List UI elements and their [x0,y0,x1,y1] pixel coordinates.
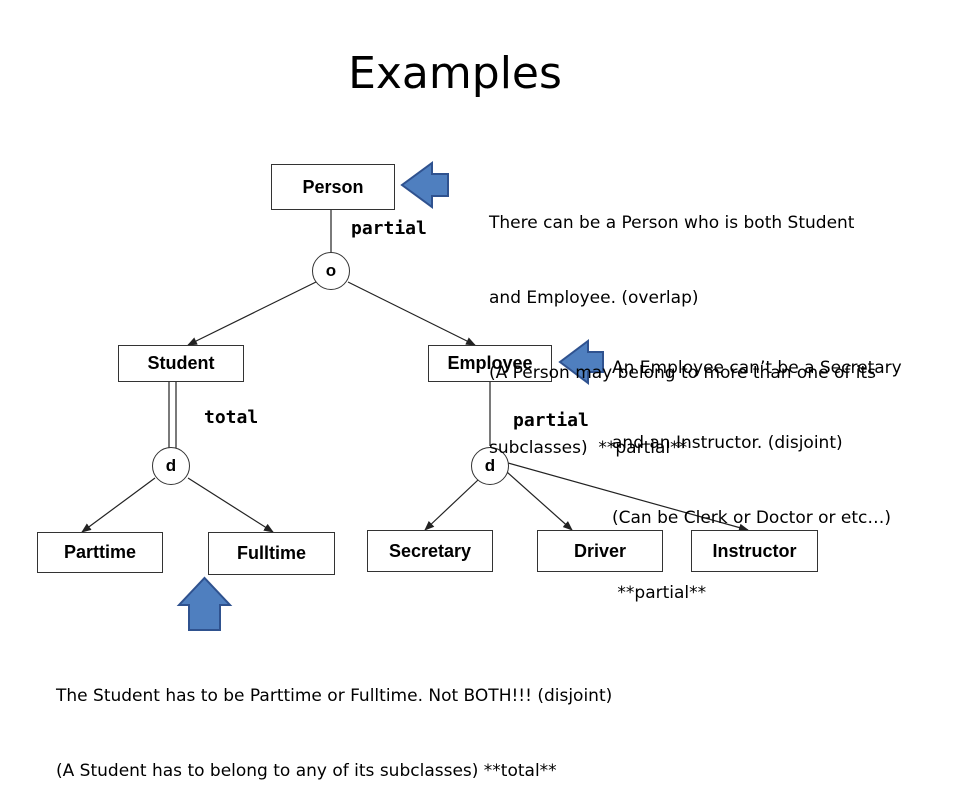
student-note-line: (A Student has to belong to any of its s… [56,761,557,781]
person-note-line: subclasses) **partial** [489,438,688,458]
overlap-to-employee-line [347,281,476,346]
employee-note-line: An Employee can’t be a Secretary [612,358,902,378]
person-note: There can be a Person who is both Studen… [489,161,876,486]
entity-fulltime: Fulltime [208,532,335,575]
person-constraint-label: partial [351,218,427,239]
person-note-line: (A Person may belong to more than one of… [489,363,876,383]
employee-d-to-instructor-line [507,462,749,532]
entity-instructor: Instructor [691,530,818,572]
entity-employee: Employee [428,345,552,382]
student-d-to-parttime-line [81,477,156,533]
person-note-line: There can be a Person who is both Studen… [489,213,855,233]
employee-note-line: (Can be Clerk or Doctor or etc…) [612,508,892,528]
person-pointer-arrow-icon [400,161,449,209]
entity-parttime: Parttime [37,532,163,573]
student-disjoint-circle: d [152,447,190,485]
student-note: The Student has to be Parttime or Fullti… [56,634,612,809]
slide-title: Examples [348,48,562,99]
employee-d-to-driver-line [506,471,573,531]
entity-student: Student [118,345,244,382]
overlap-to-student-line [187,281,317,346]
student-note-line: The Student has to be Parttime or Fullti… [56,686,613,706]
employee-pointer-arrow-icon [558,339,604,385]
entity-driver: Driver [537,530,663,572]
employee-d-to-secretary-line [424,479,479,531]
employee-note-line: **partial** [612,583,707,603]
entity-secretary: Secretary [367,530,493,572]
employee-note: An Employee can’t be a Secretary and an … [612,306,902,631]
entity-person: Person [271,164,395,210]
fulltime-pointer-arrow-icon [176,576,233,631]
employee-constraint-label: partial [513,410,589,431]
person-overlap-circle: o [312,252,350,290]
student-d-to-fulltime-line [187,477,274,533]
employee-note-line: and an Instructor. (disjoint) [612,433,843,453]
employee-disjoint-circle: d [471,447,509,485]
person-note-line: and Employee. (overlap) [489,288,699,308]
student-constraint-label: total [204,407,259,428]
connector-lines [81,161,749,631]
